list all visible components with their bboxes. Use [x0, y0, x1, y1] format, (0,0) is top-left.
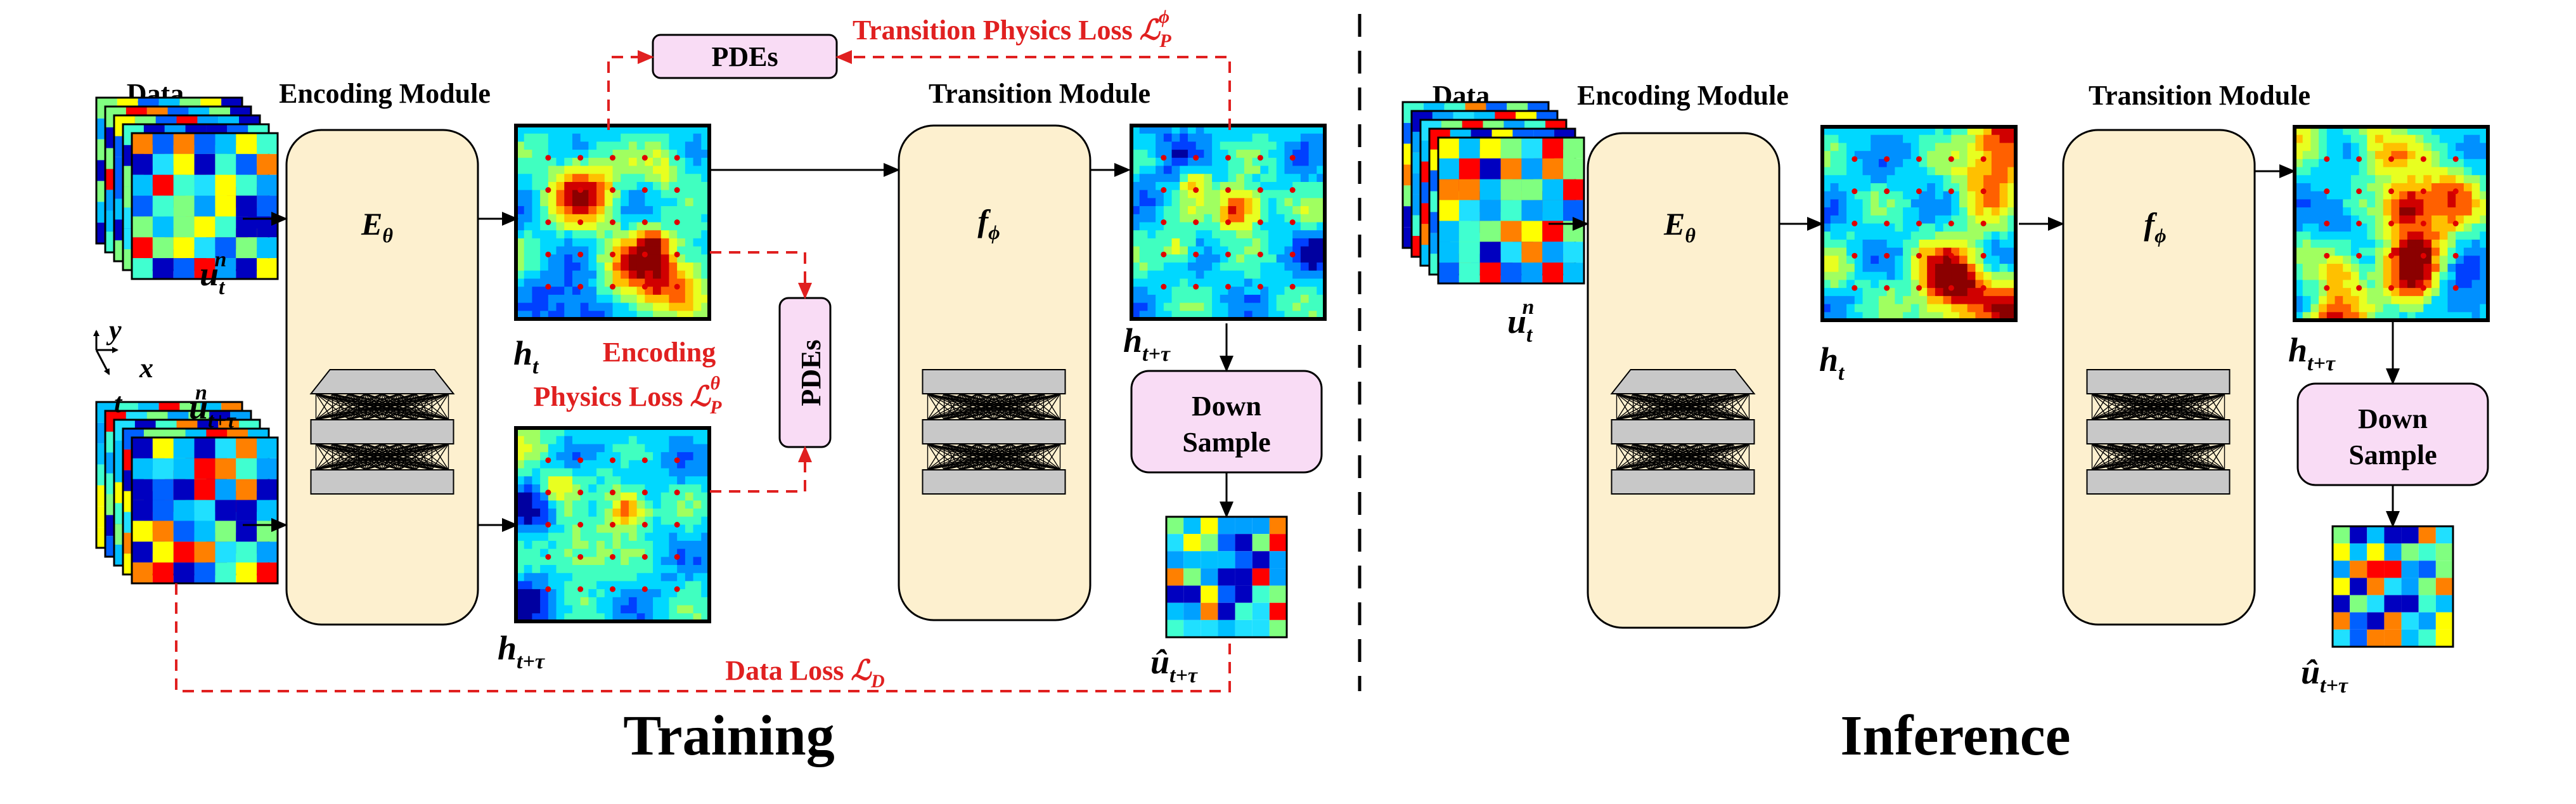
encoder-symbol: Eθ: [361, 206, 393, 247]
inference-label-h-t: ht: [1819, 340, 1845, 385]
encoding-loss-line1: Encoding: [603, 337, 716, 368]
inference-encoder-network-icon: [1610, 369, 1756, 495]
label-h-t: ht: [513, 334, 539, 379]
inference-title: Inference: [1840, 704, 2070, 767]
inference-down-sample-line1: Down: [2358, 403, 2428, 434]
pdes-top-label: PDEs: [711, 41, 778, 72]
inference-feature-map-ht: [1820, 125, 2018, 322]
feature-map-httau-right: [1130, 124, 1327, 321]
data-stack-uttau: [95, 401, 279, 585]
inference-label-u-hat: ût+τ: [2301, 653, 2348, 697]
label-h-ttau-left: ht+τ: [498, 629, 545, 673]
data-stack-ut: [95, 96, 279, 280]
axes-indicator: y x t: [93, 314, 153, 418]
encoding-loss-line2: Physics Loss ℒPθ: [534, 373, 723, 418]
inference-transition-network-icon: [2086, 369, 2231, 495]
pdes-side-label: PDEs: [795, 339, 827, 406]
inference-encoding-heading: Encoding Module: [1577, 80, 1789, 111]
axis-x-label: x: [139, 353, 153, 384]
transition-module-heading: Transition Module: [929, 78, 1150, 109]
label-u-hat: ût+τ: [1150, 643, 1198, 687]
training-panel: Data Encoding Module Transition Module y…: [93, 6, 1327, 767]
loss-lines: [175, 50, 1231, 692]
inference-predicted-grid: [2331, 525, 2454, 648]
encoder-network-icon: [309, 369, 455, 495]
inference-panel: Data Encoding Module Transition Module u…: [1401, 80, 2490, 767]
down-sample-line1: Down: [1192, 391, 1261, 422]
feature-map-httau-left: [514, 426, 711, 623]
label-u-ttau: ut+τn: [189, 381, 236, 432]
inference-label-u-t: utn: [1507, 295, 1534, 347]
inference-label-h-ttau: ht+τ: [2288, 331, 2336, 375]
inference-flow-arrows: [1549, 164, 2400, 528]
transition-loss-label: Transition Physics Loss ℒPϕ: [853, 6, 1171, 51]
feature-map-ht: [514, 124, 711, 321]
inference-encoder-symbol: Eθ: [1663, 206, 1696, 247]
encoding-module-heading: Encoding Module: [279, 78, 491, 109]
inference-transition-symbol: fϕ: [2144, 206, 2166, 247]
training-title: Training: [623, 704, 834, 767]
transition-symbol: fϕ: [977, 203, 1000, 243]
inference-down-sample-line2: Sample: [2348, 439, 2437, 470]
data-flow-arrows: [243, 163, 1233, 532]
inference-transition-heading: Transition Module: [2089, 80, 2310, 111]
axis-t-label: t: [114, 387, 123, 418]
predicted-grid-uhat: [1165, 515, 1288, 639]
axis-y-label: y: [106, 314, 122, 346]
label-u-t: utn: [200, 248, 226, 299]
inference-data-stack: [1401, 101, 1585, 285]
down-sample-line2: Sample: [1182, 427, 1270, 458]
transition-network-icon: [922, 369, 1066, 495]
inference-feature-map-httau: [2293, 125, 2490, 322]
data-loss-label: Data Loss ℒD: [725, 655, 884, 692]
label-h-ttau-right: ht+τ: [1123, 321, 1171, 366]
